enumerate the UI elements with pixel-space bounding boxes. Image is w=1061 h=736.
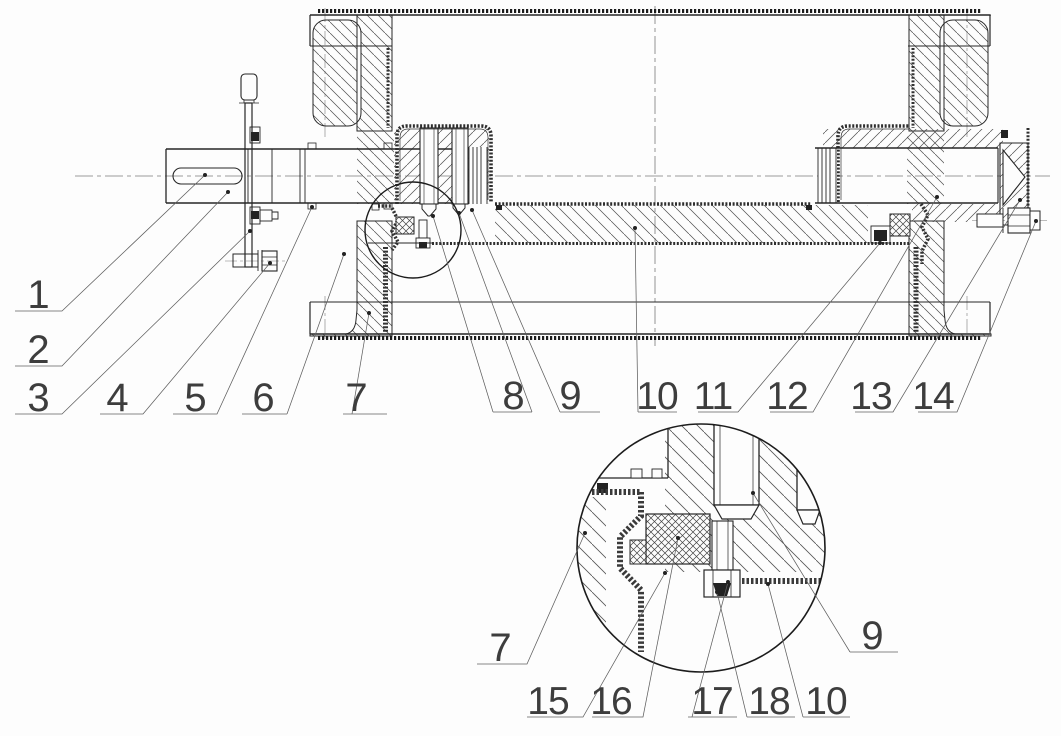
detail-seal-plate [583,489,825,652]
callout-9: 9 [559,374,580,418]
callout-12: 12 [766,375,807,418]
callout-7: 7 [345,376,366,420]
detail-circle-outline [576,423,826,673]
seal-ring-bottom [251,211,259,219]
left-locking-bolts [419,127,488,217]
tube-and-caps [368,48,919,333]
detail-leader-dots [583,491,770,594]
top-bolt [240,73,258,101]
right-shaft-assembly [806,128,1041,264]
flange-bolt [232,250,278,272]
callout-2: 2 [27,328,48,372]
seal-s-right [919,203,931,264]
detail-callout-7: 7 [489,626,510,670]
shaft-center-cone [1002,148,1026,207]
right-cap [836,124,909,202]
seal-right [874,230,887,241]
drum-shell [309,9,991,340]
main-leader-dots [203,173,1038,315]
callout-6: 6 [252,376,273,420]
callout-3: 3 [27,376,48,420]
bearing-bolt-left [415,219,431,249]
callout-4: 4 [106,376,128,420]
detail-callout-10: 10 [805,680,847,723]
detail-callout-18: 18 [748,680,789,723]
main-callout-leaders [15,174,1037,415]
callout-5: 5 [184,376,205,420]
center-lines [75,6,1050,346]
left-cap [395,124,493,204]
detail-callout-9: 9 [861,614,882,658]
keyway [172,167,243,185]
detail-callout-leaders [477,492,898,718]
detail-callout-15: 15 [527,680,569,723]
callout-1: 1 [27,273,48,317]
callout-8: 8 [502,374,523,418]
callout-13: 13 [850,375,891,418]
seal-ring-top [251,132,259,141]
flange-plate [244,102,253,268]
bearing-right [889,213,911,237]
left-flange-assembly [232,73,279,272]
detail-marker-circle [364,181,462,279]
seal-oring-detail [597,483,608,493]
detail-bearing-bolt [703,520,741,598]
callout-14: 14 [912,375,954,418]
detail-callout-numbers: 7 15 16 17 18 10 9 [489,614,883,723]
detail-view: 7 15 16 17 18 10 9 [477,423,898,723]
detail-callout-16: 16 [590,680,631,723]
main-callout-numbers: 1 2 3 4 5 6 7 8 9 10 11 12 13 14 [27,273,955,420]
callout-10: 10 [636,375,678,418]
callout-11: 11 [694,375,733,418]
hatched-sections [309,14,1029,337]
main-sectional-view [75,6,1050,346]
detail-callout-17: 17 [691,680,732,723]
bearing-left [395,216,415,235]
